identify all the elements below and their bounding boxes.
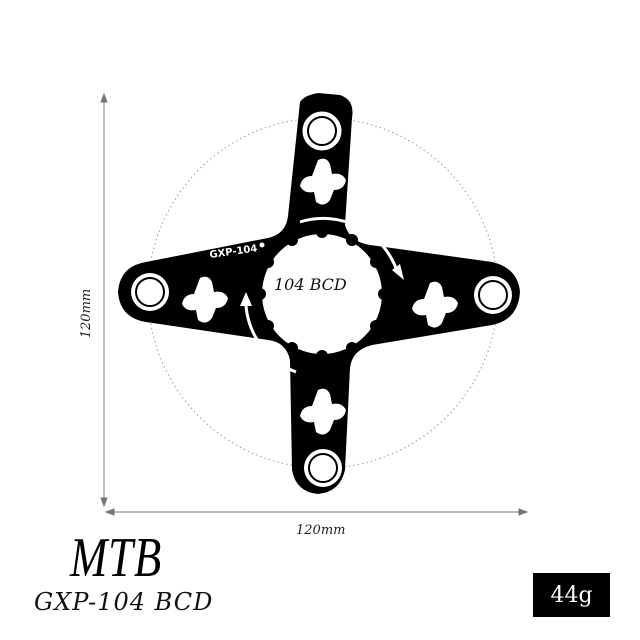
width-dimension-line xyxy=(104,508,529,516)
rotation-arrow-left xyxy=(244,305,297,374)
cross-cutout-right xyxy=(412,281,458,328)
material-engraving: 7075-T6 xyxy=(379,341,424,358)
spider-adapter: GXP-104 7075-T6 xyxy=(118,93,520,494)
product-title: MTB xyxy=(70,527,162,589)
height-dimension-line xyxy=(100,92,108,508)
rotation-arrow-right xyxy=(366,356,380,372)
product-model: GXP-104 BCD xyxy=(34,588,214,616)
rotation-arrow-top xyxy=(299,216,400,275)
cross-cutout-left xyxy=(182,276,228,323)
cross-cutout-top xyxy=(300,158,346,205)
cross-cutout-bottom xyxy=(300,388,346,435)
width-dimension-label: 120mm xyxy=(296,523,346,538)
splined-center-hole xyxy=(254,226,390,362)
bcd-label: 104 BCD xyxy=(274,275,347,294)
weight-badge: 44g xyxy=(533,573,610,617)
height-dimension-label: 120mm xyxy=(79,288,95,339)
